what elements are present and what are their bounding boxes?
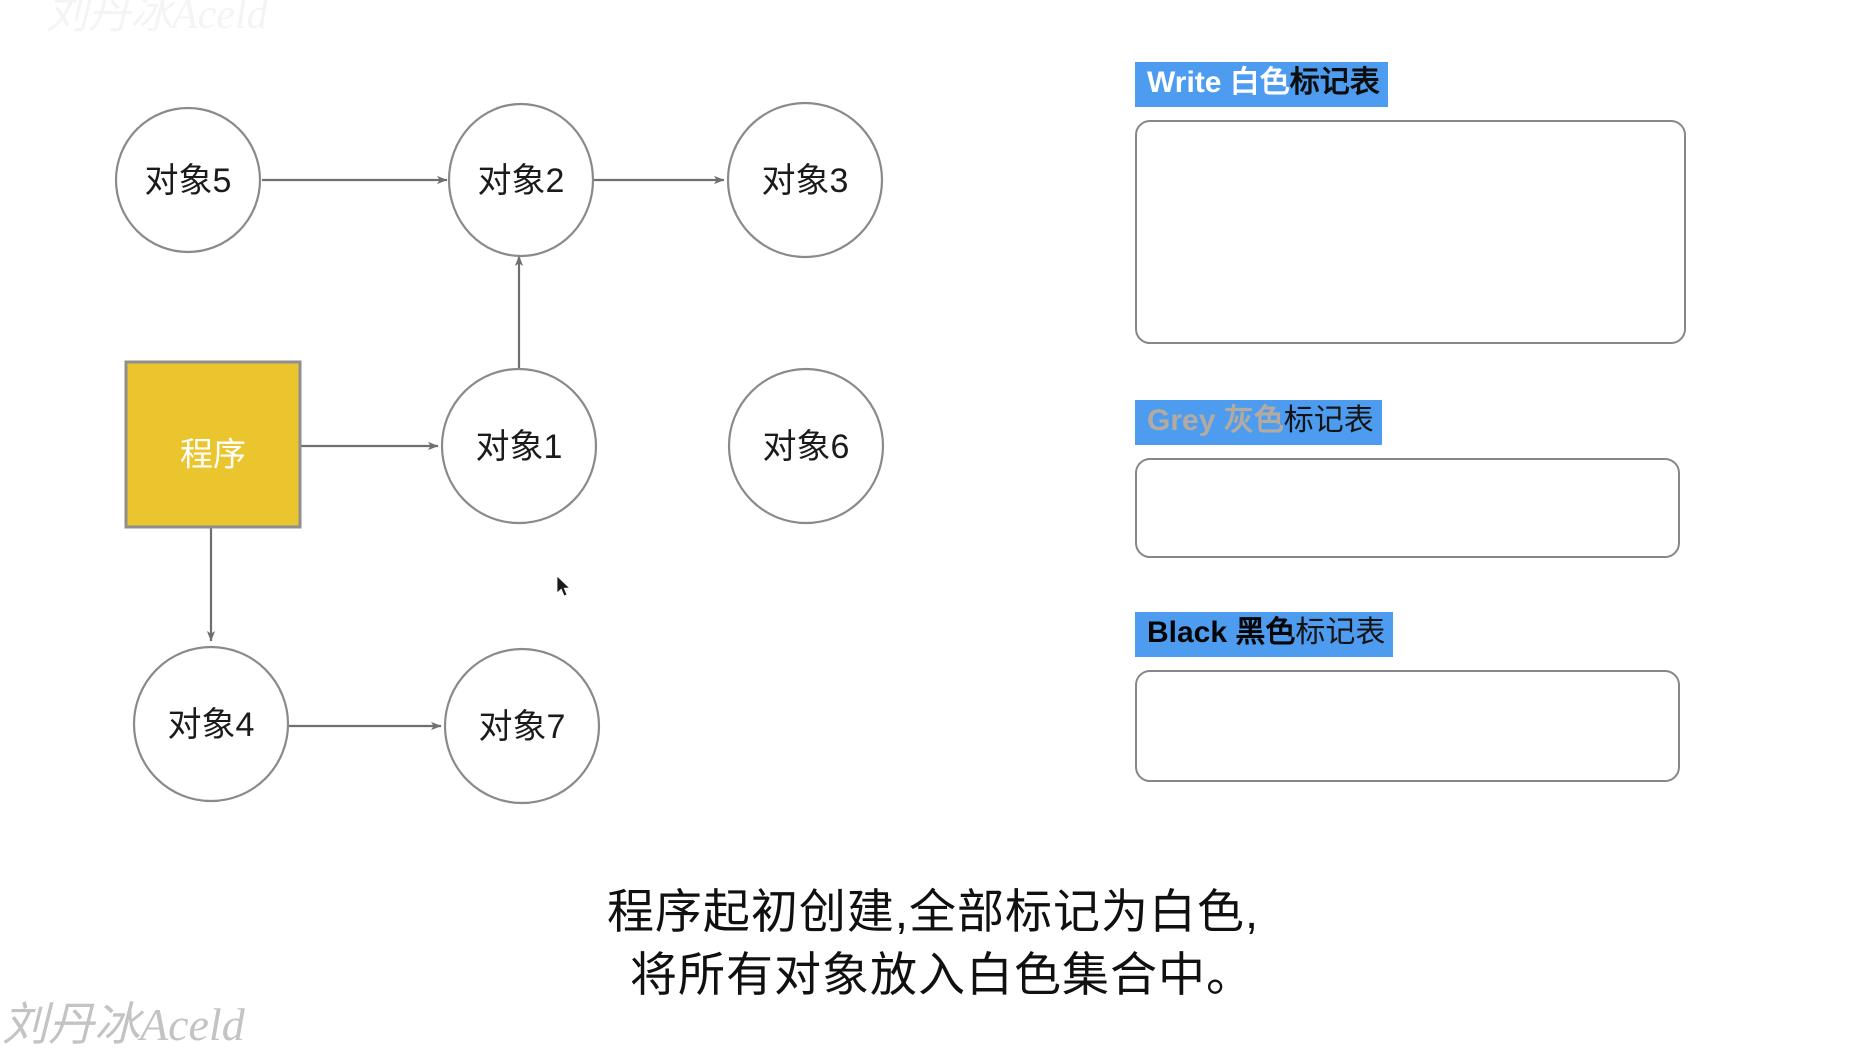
program-node[interactable]: 程序 [124, 360, 302, 529]
node-circle[interactable] [443, 647, 601, 805]
node-obj7[interactable]: 对象7 [443, 647, 601, 805]
mark-table-write-tail: 标记表 [1289, 66, 1380, 99]
node-label: 对象4 [168, 706, 255, 744]
watermark-top: 刘丹冰Aceld [46, 0, 268, 38]
caption-line-1: 程序起初创建,全部标记为白色, [606, 885, 1260, 938]
node-label: 对象3 [762, 162, 849, 200]
mark-table-grey-title: Grey 灰色标记表 [1135, 400, 1382, 445]
mouse-cursor-icon [556, 575, 571, 597]
mark-table-grey-keyword: Grey 灰色 [1147, 404, 1284, 437]
node-label: 对象2 [478, 162, 565, 200]
node-obj1[interactable]: 对象1 [440, 367, 598, 525]
mark-table-write: Write 白色标记表 [1135, 62, 1695, 352]
mark-table-write-keyword: Write 白色 [1147, 66, 1290, 99]
node-obj3[interactable]: 对象3 [726, 101, 884, 259]
object-graph: 程序 对象5 对象2 对象3 对象1 对象6 对象4 [114, 101, 885, 805]
program-label: 程序 [180, 436, 246, 473]
node-obj4[interactable]: 对象4 [132, 645, 290, 803]
node-circle[interactable] [132, 645, 290, 803]
mark-table-black-box[interactable] [1135, 670, 1680, 782]
node-circle[interactable] [727, 367, 885, 525]
caption: 程序起初创建,全部标记为白色, 将所有对象放入白色集合中。 [0, 880, 1866, 1007]
caption-line-2: 将所有对象放入白色集合中。 [630, 948, 1254, 1002]
node-circle[interactable] [447, 102, 595, 258]
program-rect[interactable] [124, 360, 302, 529]
watermark-bottom: 刘丹冰Aceld [2, 999, 245, 1050]
node-obj5[interactable]: 对象5 [114, 106, 262, 254]
mark-table-grey: Grey 灰色标记表 [1135, 400, 1695, 590]
mark-table-write-box[interactable] [1135, 120, 1686, 344]
mark-table-black-tail: 标记表 [1295, 616, 1386, 649]
node-obj6[interactable]: 对象6 [727, 367, 885, 525]
mark-table-grey-box[interactable] [1135, 458, 1680, 558]
node-label: 对象5 [145, 162, 232, 200]
mark-table-black-title: Black 黑色标记表 [1135, 612, 1394, 657]
node-obj2[interactable]: 对象2 [447, 102, 595, 258]
node-circle[interactable] [114, 106, 262, 254]
mark-table-black-keyword: Black 黑色 [1147, 616, 1296, 649]
mark-table-grey-tail: 标记表 [1283, 404, 1374, 437]
graph-edges [206, 175, 725, 731]
mark-table-write-title: Write 白色标记表 [1135, 62, 1388, 107]
node-circle[interactable] [440, 367, 598, 525]
node-label: 对象6 [763, 428, 850, 466]
node-circle[interactable] [726, 101, 884, 259]
node-label: 对象1 [476, 428, 563, 466]
mark-table-black: Black 黑色标记表 [1135, 612, 1695, 802]
node-label: 对象7 [479, 708, 566, 746]
